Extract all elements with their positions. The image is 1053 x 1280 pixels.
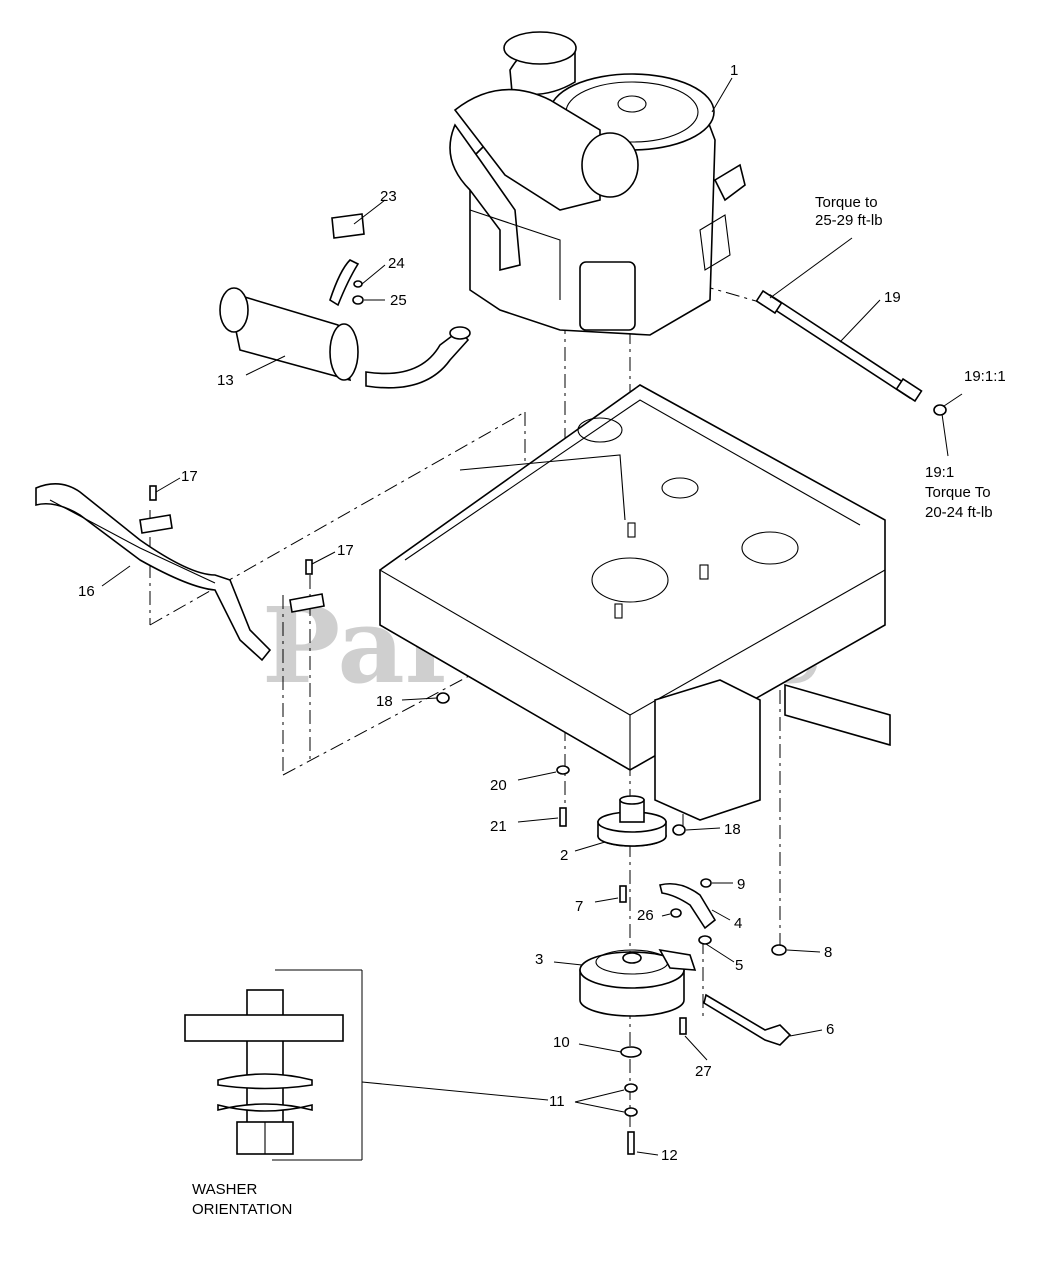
callout-5: 5 [735,957,743,974]
torque-note-19-1-line2: Torque To [925,484,991,501]
callout-10: 10 [553,1034,570,1051]
torque-note-19-1-line3: 20-24 ft-lb [925,504,993,521]
notes: Torque to 25-29 ft-lb 19:1 Torque To 20-… [192,194,993,1218]
muffler [219,213,471,389]
rod-6 [703,993,792,1046]
muffler-guard [35,483,325,662]
callout-17a: 17 [181,468,198,485]
bolt-17a [149,485,157,501]
callout-12: 12 [661,1147,678,1164]
callout-20: 20 [490,777,507,794]
callout-3: 3 [535,951,543,968]
bolt-12 [627,1131,635,1155]
callout-19-1-1: 19:1:1 [964,368,1006,385]
torque-note-19-line1: Torque to [815,194,878,211]
callout-4: 4 [734,915,742,932]
engine [449,31,746,336]
bracket-4 [659,882,717,930]
nut-25 [352,295,364,305]
callout-24: 24 [388,255,405,272]
torque-note-19-1-line1: 19:1 [925,464,954,481]
callout-17b: 17 [337,542,354,559]
callout-9: 9 [737,876,745,893]
callout-11: 11 [549,1093,565,1110]
nut-9 [700,878,712,888]
pulley-assembly [436,692,686,847]
washer-11a [624,1083,638,1093]
washer-11b [624,1107,638,1117]
callout-labels: 1 23 24 25 13 17 17 16 18 19 19:1:1 20 2… [78,62,1006,1164]
bushing-8 [771,944,787,956]
washer-10 [620,1046,642,1058]
nut-18b [672,824,686,836]
callout-27: 27 [695,1063,712,1080]
callout-1: 1 [730,62,738,79]
washer-20 [556,765,570,775]
fitting-19-1 [933,404,947,416]
callout-18a: 18 [376,693,393,710]
bolt-27 [679,1017,687,1035]
drive-shaft [755,289,947,416]
nut-18a [436,692,450,704]
callout-16: 16 [78,583,95,600]
pto-clutch [579,878,792,1155]
callout-6: 6 [826,1021,834,1038]
callout-26: 26 [637,907,654,924]
callout-25: 25 [390,292,407,309]
washer-orientation-detail [184,969,363,1161]
callout-13: 13 [217,372,234,389]
callout-19: 19 [884,289,901,306]
torque-note-19-line2: 25-29 ft-lb [815,212,883,229]
callout-21: 21 [490,818,507,835]
callout-18b: 18 [724,821,741,838]
callout-23: 23 [380,188,397,205]
callout-2: 2 [560,847,568,864]
lock-washer-24 [353,280,363,288]
bolt-17b [305,559,313,575]
washer-5 [698,935,712,945]
leader-lines [101,77,963,1156]
washer-orientation-line1: WASHER [192,1181,257,1198]
pin-7 [619,885,627,903]
mower-deck-frame [379,384,891,821]
callout-8: 8 [824,944,832,961]
spacer-26 [670,908,682,918]
bolt-21 [559,807,567,827]
callout-7: 7 [575,898,583,915]
washer-orientation-line2: ORIENTATION [192,1201,292,1218]
exhaust-gasket-23 [331,213,365,239]
